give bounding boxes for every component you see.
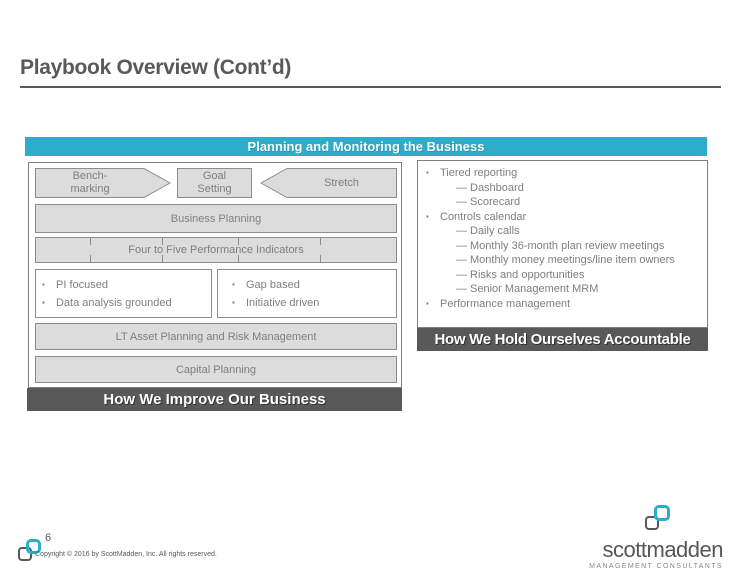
square-bullet: ▪ xyxy=(232,280,235,289)
stretch-arrow: Stretch xyxy=(260,168,397,198)
divider-tick xyxy=(237,255,239,262)
list-item-text: Controls calendar xyxy=(440,210,527,223)
improve-panel: Bench- marking Goal Setting Stretch Busi… xyxy=(28,162,402,388)
list-item: ▪ Gap based xyxy=(232,276,390,294)
performance-indicators-box: Four to Five Performance Indicators xyxy=(35,237,397,263)
title-underline xyxy=(20,86,721,88)
brand-logo-icon xyxy=(643,505,671,532)
gap-based-box: ▪ Gap based ▪ Initiative driven xyxy=(217,269,397,318)
brand-wordmark: scottmadden xyxy=(602,537,724,562)
list-item-text: Risks and opportunities xyxy=(470,268,585,281)
divider-tick xyxy=(320,238,322,245)
list-item: —Senior Management MRM xyxy=(426,282,705,297)
benchmarking-label: Bench- marking xyxy=(70,170,110,195)
list-item-text: Initiative driven xyxy=(246,297,320,309)
dash-bullet: — xyxy=(456,239,467,252)
dash-bullet: — xyxy=(456,254,467,266)
footer-logo-icon xyxy=(18,539,44,563)
capital-planning-box: Capital Planning xyxy=(35,356,397,383)
divider-tick xyxy=(90,255,91,262)
logo-teal-square-icon xyxy=(654,505,670,521)
accountable-footer-bar: How We Hold Ourselves Accountable xyxy=(417,328,708,351)
list-item: ▪ PI focused xyxy=(42,276,205,294)
page-title: Playbook Overview (Cont’d) xyxy=(20,56,292,79)
logo-gray-square-icon xyxy=(18,547,32,561)
list-item: —Monthly 36-month plan review meetings xyxy=(426,239,705,254)
divider-tick xyxy=(162,238,163,245)
list-item-text: Dashboard xyxy=(470,181,524,194)
list-item: ▪ Tiered reporting xyxy=(426,166,705,181)
dash-bullet: — xyxy=(456,196,467,208)
list-item-text: Monthly money meetings/line item owners xyxy=(470,254,675,266)
square-bullet: ▪ xyxy=(232,298,235,307)
square-bullet: ▪ xyxy=(42,280,45,289)
lt-asset-planning-box: LT Asset Planning and Risk Management xyxy=(35,323,397,350)
list-item-text: Gap based xyxy=(246,279,300,291)
list-item: ▪ Controls calendar xyxy=(426,210,705,225)
dash-bullet: — xyxy=(456,225,467,237)
list-item: —Dashboard xyxy=(426,181,705,196)
accountable-list-tail: ▪ Performance management xyxy=(426,297,705,312)
square-bullet: ▪ xyxy=(426,168,429,177)
divider-tick xyxy=(90,238,91,245)
list-item-text: Monthly 36-month plan review meetings xyxy=(470,239,665,252)
goal-setting-box: Goal Setting xyxy=(177,168,252,198)
brand-tagline: MANAGEMENT CONSULTANTS xyxy=(589,563,723,570)
list-item-text: PI focused xyxy=(56,279,108,291)
list-item: ▪ Performance management xyxy=(426,297,705,312)
list-item-text: Scorecard xyxy=(470,196,521,208)
list-item-text: Performance management xyxy=(440,297,571,310)
left-arrow-shape-icon xyxy=(260,168,397,198)
dash-bullet: — xyxy=(456,283,467,295)
list-item: —Scorecard xyxy=(426,195,705,210)
pi-focused-box: ▪ PI focused ▪ Data analysis grounded xyxy=(35,269,212,318)
list-item: —Monthly money meetings/line item owners xyxy=(426,253,705,268)
divider-tick xyxy=(320,255,322,262)
list-item: —Risks and opportunities xyxy=(426,268,705,283)
square-bullet: ▪ xyxy=(42,298,45,307)
square-bullet: ▪ xyxy=(426,211,429,221)
performance-indicators-label: Four to Five Performance Indicators xyxy=(128,244,304,256)
divider-tick xyxy=(162,255,163,262)
logo-teal-square-icon xyxy=(26,539,41,554)
section-header-bar: Planning and Monitoring the Business xyxy=(25,137,707,156)
brand-logo: scottmadden MANAGEMENT CONSULTANTS xyxy=(589,505,723,570)
dash-bullet: — xyxy=(456,268,467,281)
goal-setting-flow: Bench- marking Goal Setting Stretch xyxy=(29,168,401,198)
improve-footer-bar: How We Improve Our Business xyxy=(27,388,402,411)
list-item-text: Senior Management MRM xyxy=(470,283,599,295)
list-item: —Daily calls xyxy=(426,224,705,239)
list-item: ▪ Initiative driven xyxy=(232,294,390,312)
dash-bullet: — xyxy=(456,181,467,194)
right-arrow-shape-icon xyxy=(35,168,171,198)
divider-tick xyxy=(237,238,239,245)
accountable-panel: ▪Tiered reporting—Dashboard—Scorecard▪Co… xyxy=(417,160,708,328)
stretch-label: Stretch xyxy=(324,176,359,189)
list-item-text: Data analysis grounded xyxy=(56,297,172,309)
square-bullet: ▪ xyxy=(426,298,429,308)
list-item-text: Tiered reporting xyxy=(440,167,518,179)
benchmarking-arrow: Bench- marking xyxy=(35,168,171,198)
list-item: ▪ Data analysis grounded xyxy=(42,294,205,312)
copyright-text: Copyright © 2016 by ScottMadden, Inc. Al… xyxy=(35,551,217,558)
logo-gray-square-icon xyxy=(645,516,659,530)
list-item-text: Daily calls xyxy=(470,225,520,237)
accountable-list: ▪Tiered reporting—Dashboard—Scorecard▪Co… xyxy=(426,166,705,297)
business-planning-box: Business Planning xyxy=(35,204,397,233)
page-number: 6 xyxy=(45,532,52,544)
